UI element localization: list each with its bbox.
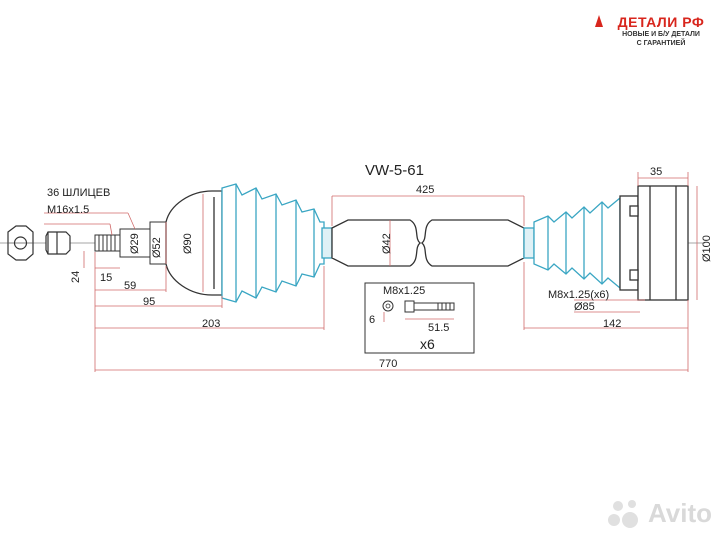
brand-mark-icon	[595, 15, 603, 27]
dim-142: 142	[603, 318, 621, 330]
dim-d42: Ø42	[381, 233, 393, 254]
flange-bolts-label: M8x1.25(x6)	[548, 289, 609, 301]
avito-text: Avito	[648, 498, 713, 528]
outer-boot	[221, 183, 333, 303]
avito-watermark: Avito	[606, 496, 716, 530]
shaft	[331, 219, 525, 267]
dim-d52: Ø52	[151, 237, 163, 258]
avito-dots-icon	[608, 500, 638, 528]
dim-203: 203	[202, 318, 220, 330]
thread-label: M16x1.5	[47, 204, 89, 216]
dim-95: 95	[143, 296, 155, 308]
inner-flange	[619, 185, 689, 301]
brand-tagline-1: НОВЫЕ И Б/У ДЕТАЛИ	[622, 31, 700, 38]
dim-d85: Ø85	[574, 301, 595, 313]
bolt-icon	[404, 300, 455, 313]
hex-nut	[7, 225, 34, 261]
bolt-thread-label: M8x1.25	[383, 285, 425, 297]
dim-59: 59	[124, 280, 136, 292]
brand-logo: ДЕТАЛИ РФ НОВЫЕ И Б/У ДЕТАЛИ С ГАРАНТИЕЙ	[595, 14, 716, 48]
dim-d29: Ø29	[129, 233, 141, 254]
bolt-qty-label: x6	[420, 336, 435, 352]
washer-icon	[382, 300, 394, 312]
outer-cv-joint	[165, 190, 223, 296]
inner-boot	[523, 196, 621, 290]
bolt-detail-box	[364, 282, 475, 354]
brand-name: ДЕТАЛИ РФ	[617, 14, 705, 30]
dim-770: 770	[379, 358, 397, 370]
dim-d90: Ø90	[182, 233, 194, 254]
threaded-stub	[94, 221, 167, 265]
nut-side	[45, 231, 71, 255]
dim-35: 35	[650, 166, 662, 178]
dim-d100: Ø100	[701, 235, 713, 262]
dim-15: 15	[100, 272, 112, 284]
dim-425: 425	[416, 184, 434, 196]
dim-51-5: 51.5	[428, 322, 449, 334]
brand-tagline-2: С ГАРАНТИЕЙ	[636, 40, 686, 47]
part-number: VW-5-61	[365, 162, 424, 179]
dim-24: 24	[70, 271, 82, 283]
dim-6: 6	[369, 314, 375, 326]
dimension-lines	[44, 172, 698, 372]
splines-label: 36 ШЛИЦЕВ	[47, 187, 110, 199]
